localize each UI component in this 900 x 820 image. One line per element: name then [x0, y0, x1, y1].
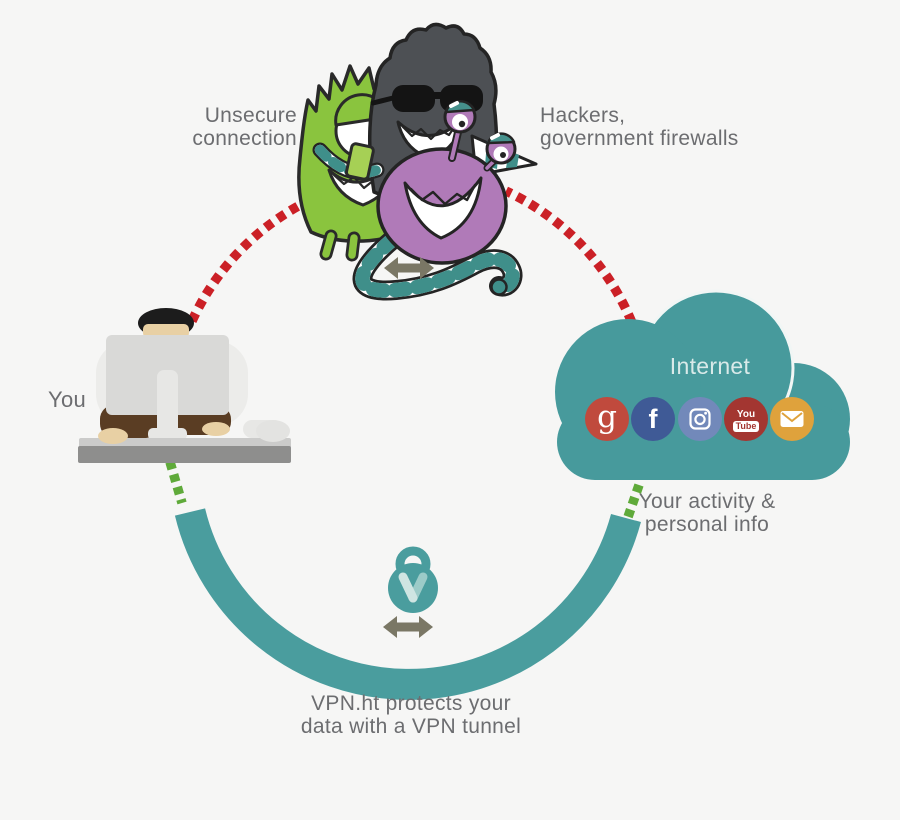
- youtube-tube-text: Tube: [732, 420, 760, 432]
- label-vpn-protects: VPN.ht protects your data with a VPN tun…: [300, 692, 522, 738]
- label-internet: Internet: [669, 353, 751, 379]
- facebook-icon: f: [631, 397, 675, 441]
- vpn-padlock-icon: [388, 546, 438, 613]
- youtube-icon: You Tube: [724, 397, 768, 441]
- red-dashed-arc-left: [187, 194, 315, 323]
- red-dashed-arc-right: [503, 186, 642, 338]
- google-icon: g: [585, 397, 629, 441]
- monitor-base: [148, 428, 187, 440]
- facebook-glyph: f: [648, 404, 658, 434]
- monitor-stand: [157, 370, 178, 436]
- label-your-activity: Your activity & personal info: [638, 490, 776, 536]
- mouse: [256, 420, 290, 442]
- bidirectional-arrow-top: [384, 257, 434, 279]
- label-unsecure-connection: Unsecure connection: [192, 104, 297, 150]
- vpn-tunnel-arc: [174, 508, 641, 700]
- camera-icon: [689, 408, 711, 430]
- green-dashed-link-right: [623, 483, 644, 519]
- youtube-you-text: You: [736, 408, 756, 420]
- instagram-icon: [678, 397, 722, 441]
- desk-top: [79, 438, 291, 448]
- desk-front: [78, 446, 291, 463]
- google-glyph: g: [597, 398, 617, 435]
- hacker-monsters-illustration: [297, 22, 538, 301]
- bidirectional-arrow-bottom: [383, 616, 433, 638]
- email-icon: [770, 397, 814, 441]
- user-face: [143, 324, 189, 338]
- internet-cloud: [555, 289, 850, 480]
- phone: [344, 142, 375, 181]
- label-you: You: [48, 387, 87, 412]
- user-left-hand: [98, 428, 128, 444]
- user-right-hand: [202, 422, 230, 436]
- label-hackers-firewalls: Hackers, government firewalls: [540, 104, 739, 150]
- envelope-icon: [780, 411, 804, 427]
- purple-monster-grin: [403, 176, 483, 240]
- green-dashed-link-left: [165, 460, 187, 505]
- user-at-computer-illustration: [78, 308, 291, 463]
